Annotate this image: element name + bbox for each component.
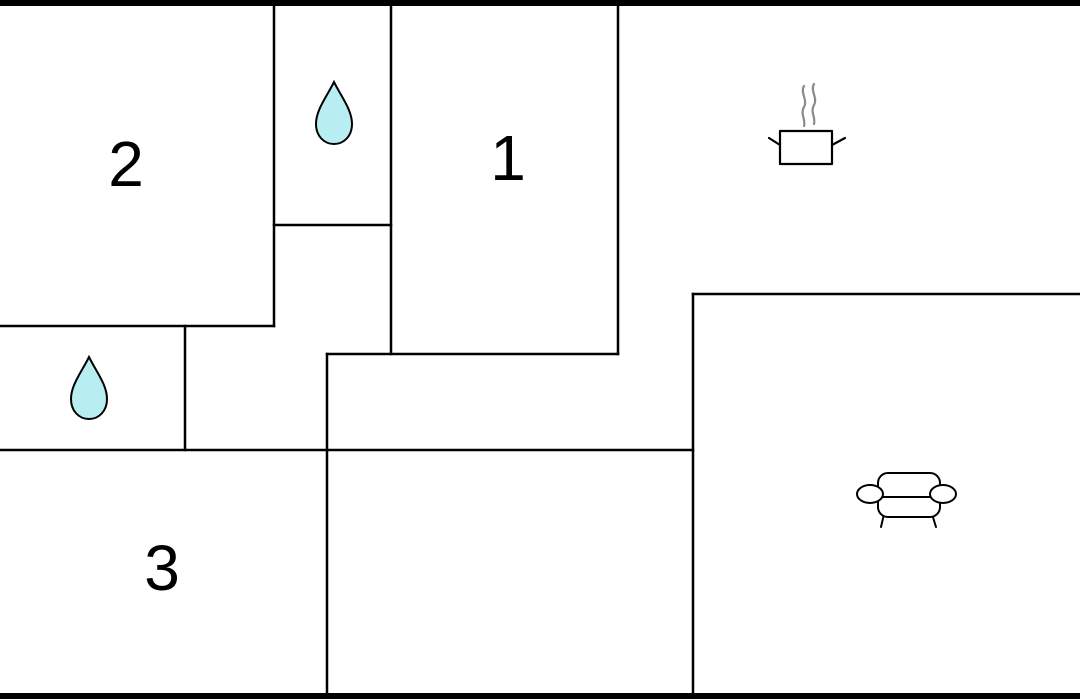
room-label-2: 2 — [108, 128, 144, 200]
armchair-icon — [856, 472, 957, 528]
water-drop-icon — [69, 354, 109, 421]
room-label-3: 3 — [144, 532, 180, 604]
room-label-1: 1 — [490, 122, 526, 194]
water-drop-icon — [314, 79, 354, 146]
cooking-pot-icon — [767, 82, 847, 166]
